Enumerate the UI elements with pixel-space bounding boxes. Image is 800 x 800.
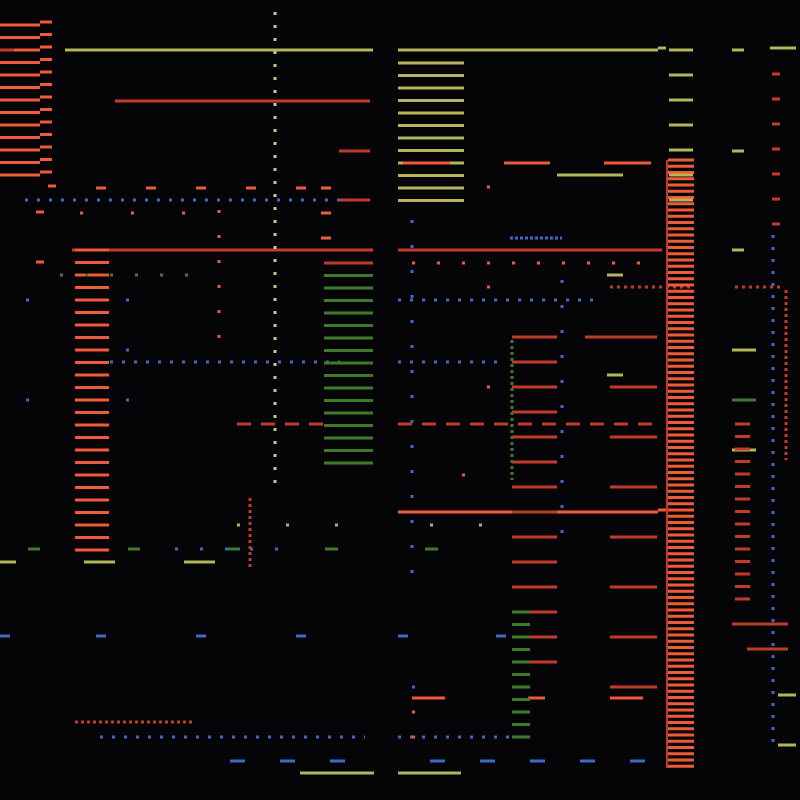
abstract-line-composition [0,12,796,775]
